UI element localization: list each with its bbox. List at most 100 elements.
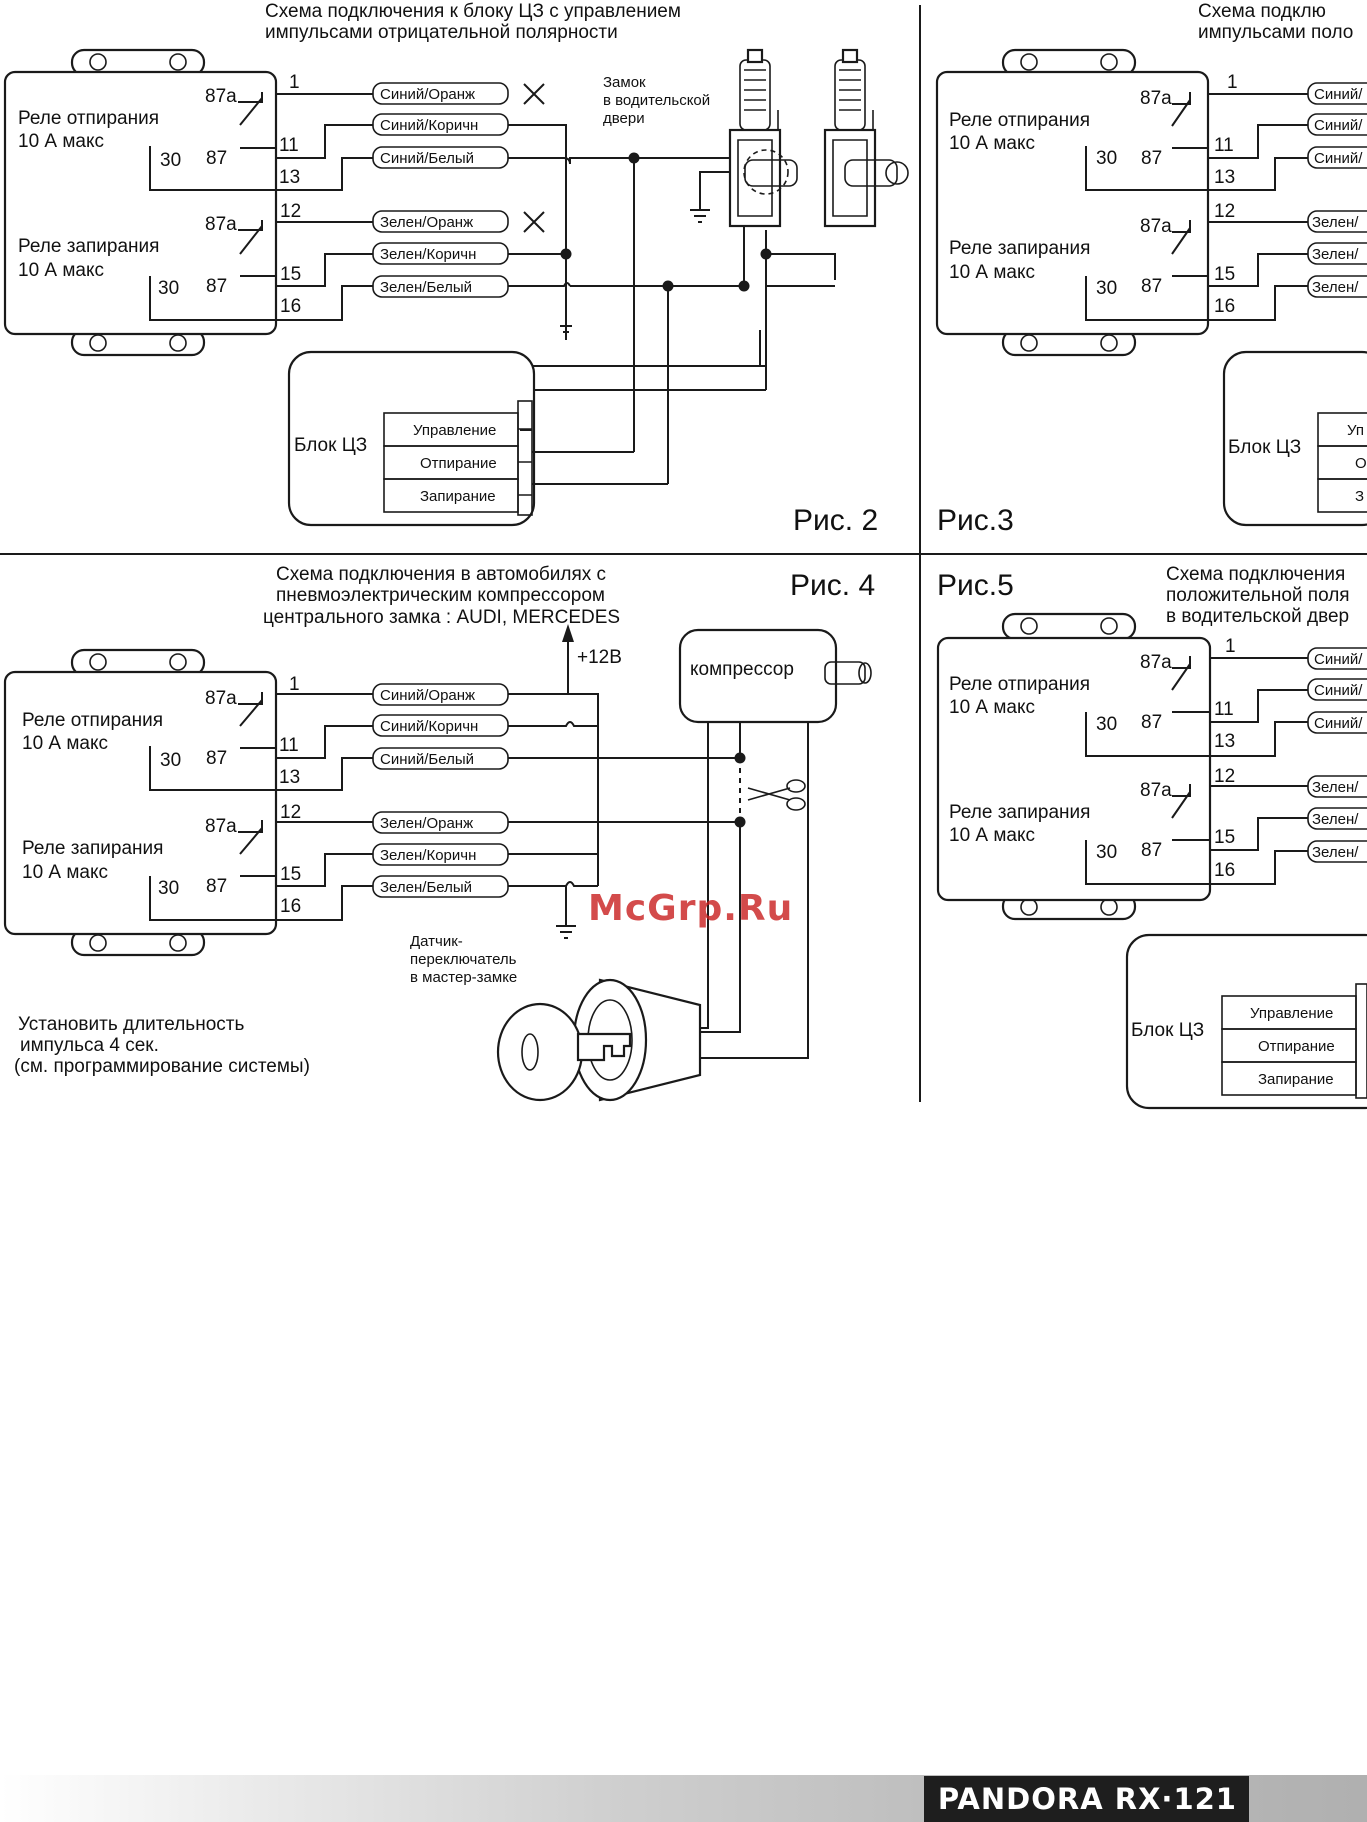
- contact-87a: 87a: [205, 688, 237, 709]
- fig4-title-line2: пневмоэлектрическим компрессором: [276, 585, 605, 606]
- sensor-label-line3: в мастер-замке: [410, 969, 517, 986]
- contact-87a: 87a: [1140, 88, 1172, 109]
- wire-label: Зелен/: [1312, 811, 1359, 828]
- wire-label: Синий/: [1314, 715, 1363, 732]
- unlock-relay-label: Реле отпирания: [22, 710, 163, 731]
- door-lock-actuator: [823, 48, 909, 228]
- sensor-label-line2: переключатель: [410, 951, 517, 968]
- pin-15: 15: [1214, 264, 1235, 285]
- plus-12v-label: +12В: [577, 647, 622, 668]
- wire-label: Синий/: [1314, 86, 1363, 103]
- pin-12: 12: [1214, 766, 1235, 787]
- contact-30: 30: [1096, 842, 1117, 863]
- pin-16: 16: [280, 896, 301, 917]
- wire-label: Синий/Оранж: [380, 687, 475, 704]
- contact-87: 87: [206, 876, 227, 897]
- section-dividers: [0, 5, 1367, 1102]
- contact-87: 87: [1141, 840, 1162, 861]
- key-icon: [496, 978, 702, 1102]
- fig4-title-line3: центрального замка : AUDI, MERCEDES: [263, 607, 620, 628]
- wire-label: Зелен/: [1312, 246, 1359, 263]
- cz-block-label: Блок ЦЗ: [294, 435, 367, 456]
- contact-87: 87: [1141, 712, 1162, 733]
- wire-label: Синий/Коричн: [380, 718, 478, 735]
- pin-11: 11: [1214, 699, 1234, 720]
- unlock-relay-label: Реле отпирания: [18, 108, 159, 129]
- pin-1: 1: [1227, 72, 1238, 93]
- cz-row-lock: Запирание: [1258, 1071, 1334, 1088]
- lock-relay-label: Реле запирания: [949, 238, 1090, 259]
- pin-13: 13: [279, 167, 300, 188]
- wire-label: Зелен/Белый: [380, 279, 472, 296]
- contact-30: 30: [158, 878, 179, 899]
- note-line3: (см. программирование системы): [14, 1056, 310, 1077]
- pin-12: 12: [1214, 201, 1235, 222]
- fig3-title-line2: импульсами поло: [1198, 22, 1353, 43]
- sensor-label-line1: Датчик-: [410, 933, 463, 950]
- fig2-caption: Рис. 2: [793, 504, 878, 537]
- lock-relay-label: Реле запирания: [18, 236, 159, 257]
- figure-4: Схема подключения в автомобилях с пневмо…: [3, 564, 875, 1102]
- contact-87: 87: [1141, 276, 1162, 297]
- figure-3: Схема подклю импульсами поло Реле отпира…: [935, 1, 1367, 537]
- wire-label: Синий/: [1314, 651, 1363, 668]
- contact-87a: 87a: [1140, 216, 1172, 237]
- compressor-label: компрессор: [690, 659, 794, 680]
- figure-5: Рис.5 Схема подключения положительной по…: [936, 564, 1367, 1110]
- cz-row-control: Управление: [1250, 1005, 1333, 1022]
- pin-1: 1: [1225, 636, 1236, 657]
- wire-label: Синий/Белый: [380, 751, 474, 768]
- fig4-title-line1: Схема подключения в автомобилях с: [276, 564, 606, 585]
- contact-87: 87: [1141, 148, 1162, 169]
- compressor-unit: компрессор: [678, 628, 872, 724]
- pin-11: 11: [279, 135, 299, 156]
- wire-label: Зелен/Коричн: [380, 246, 476, 263]
- lock-relay-rating: 10 А макс: [949, 262, 1035, 283]
- note-line1: Установить длительность: [18, 1014, 244, 1035]
- wire-label: Зелен/Оранж: [380, 214, 473, 231]
- cz-row-lock: Запирание: [420, 488, 496, 505]
- contact-87a: 87a: [205, 214, 237, 235]
- wire-label: Зелен/Оранж: [380, 815, 473, 832]
- fig3-title-line1: Схема подклю: [1198, 1, 1326, 22]
- cut-mark: [523, 211, 545, 233]
- pin-16: 16: [1214, 296, 1235, 317]
- watermark-text: McGrp.Ru: [588, 888, 794, 929]
- cz-row-unlock: Отпирание: [420, 455, 497, 472]
- pin-1: 1: [289, 674, 300, 695]
- lock-relay-label: Реле запирания: [949, 802, 1090, 823]
- cz-row-unlock: Отпирание: [1258, 1038, 1335, 1055]
- pin-13: 13: [279, 767, 300, 788]
- contact-30: 30: [160, 150, 181, 171]
- wire-label: Зелен/: [1312, 214, 1359, 231]
- contact-87a: 87a: [1140, 652, 1172, 673]
- cz-row-control: Управление: [413, 422, 496, 439]
- contact-30: 30: [1096, 278, 1117, 299]
- lock-relay-label: Реле запирания: [22, 838, 163, 859]
- wire-label: Синий/: [1314, 150, 1363, 167]
- pin-12: 12: [280, 201, 301, 222]
- pin-11: 11: [1214, 135, 1234, 156]
- fig3-caption: Рис.3: [937, 504, 1014, 537]
- cz-row-unlock: О: [1355, 455, 1367, 472]
- unlock-relay-rating: 10 А макс: [18, 131, 104, 152]
- wire-label: Синий/Оранж: [380, 86, 475, 103]
- footer-brand-logo: PANDORA RX·121: [923, 1776, 1249, 1822]
- contact-30: 30: [1096, 714, 1117, 735]
- cz-block-label: Блок ЦЗ: [1228, 437, 1301, 458]
- fig5-title-line2: положительной поля: [1166, 585, 1350, 606]
- wire-label: Зелен/: [1312, 279, 1359, 296]
- fig5-title-line3: в водительской двер: [1166, 606, 1349, 627]
- wire-label: Синий/Белый: [380, 150, 474, 167]
- contact-30: 30: [1096, 148, 1117, 169]
- wire-label: Зелен/Белый: [380, 879, 472, 896]
- contact-87: 87: [206, 276, 227, 297]
- fig2-title-line1: Схема подключения к блоку ЦЗ с управлени…: [265, 1, 681, 22]
- lock-relay-rating: 10 А макс: [18, 260, 104, 281]
- wire-label: Зелен/: [1312, 844, 1359, 861]
- unlock-relay-rating: 10 А макс: [22, 733, 108, 754]
- pin-12: 12: [280, 802, 301, 823]
- figure-2: Схема подключения к блоку ЦЗ с управлени…: [3, 1, 909, 537]
- fig5-caption: Рис.5: [937, 569, 1014, 602]
- pin-13: 13: [1214, 167, 1235, 188]
